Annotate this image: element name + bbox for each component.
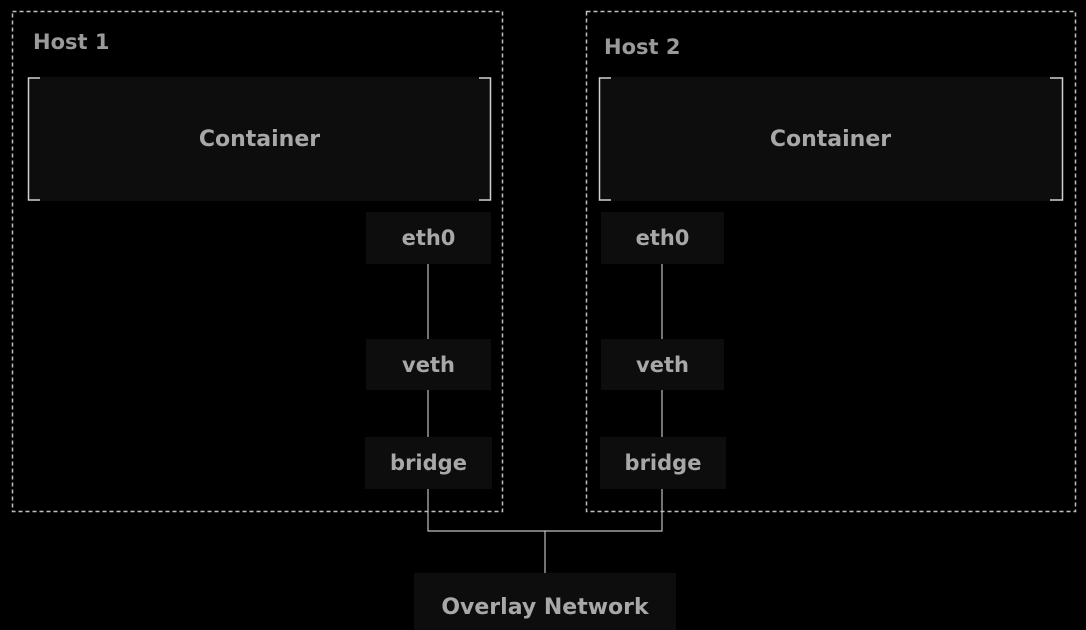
container-2-bracket-left (598, 77, 611, 201)
host-1-bridge-node: bridge (365, 437, 492, 489)
host-2-veth-label: veth (636, 352, 689, 377)
host-1-veth-label: veth (402, 352, 455, 377)
host-1-label: Host 1 (33, 30, 110, 54)
container-1: Container (40, 80, 479, 198)
host-2-veth-node: veth (601, 339, 724, 390)
host-2-bridge-node: bridge (600, 437, 726, 489)
container-1-bracket-right (479, 77, 492, 201)
host-2-bridge-label: bridge (624, 451, 702, 475)
host-1-eth0-node: eth0 (366, 212, 491, 264)
container-2-fill (599, 77, 1063, 201)
container-2-label: Container (769, 126, 892, 152)
host-1-frame (11, 10, 504, 513)
host-1-veth-node: veth (366, 339, 491, 390)
host-2-frame (585, 10, 1077, 513)
bridge-to-overlay-link (427, 489, 663, 532)
host-2-eth0-label: eth0 (635, 226, 690, 250)
overlay-network-label: Overlay Network (441, 595, 649, 620)
host-1-eth0-label: eth0 (401, 226, 456, 250)
host-1-bridge-label: bridge (390, 451, 467, 475)
container-2: Container (611, 80, 1050, 198)
host-2-eth0-node: eth0 (601, 212, 724, 264)
host-2-label: Host 2 (604, 35, 681, 59)
container-1-label: Container (198, 126, 321, 152)
container-1-bracket-left (27, 77, 40, 201)
container-1-fill (28, 77, 491, 201)
overlay-network-node: Overlay Network (414, 573, 676, 630)
container-2-bracket-right (1050, 77, 1064, 201)
